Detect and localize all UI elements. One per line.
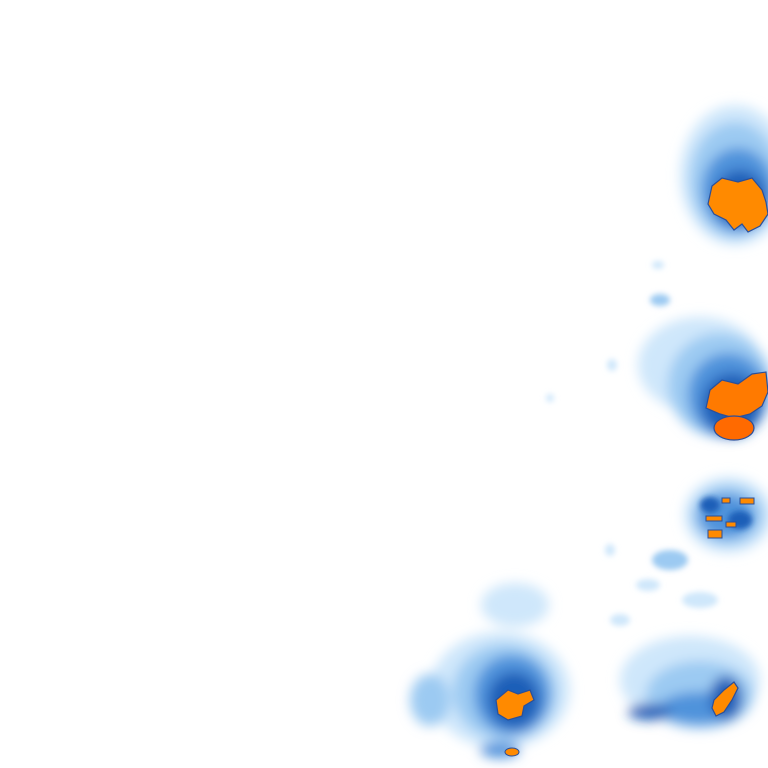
precip-cell-lower-right [684, 477, 768, 553]
intense-core-4b [504, 747, 520, 757]
precip-cell-bottom-center [410, 583, 570, 758]
intense-core-2 [705, 371, 768, 419]
precip-cell-middle-right [638, 317, 768, 441]
intense-core-2b [713, 415, 755, 441]
intense-core-1 [707, 177, 768, 233]
precip-cell-upper-right [680, 105, 768, 245]
scattered-echoes [546, 261, 718, 626]
intense-core-3 [705, 497, 755, 539]
precip-cell-bottom-right [620, 636, 760, 729]
intense-core-5 [711, 681, 739, 717]
intense-core-4 [495, 689, 535, 721]
